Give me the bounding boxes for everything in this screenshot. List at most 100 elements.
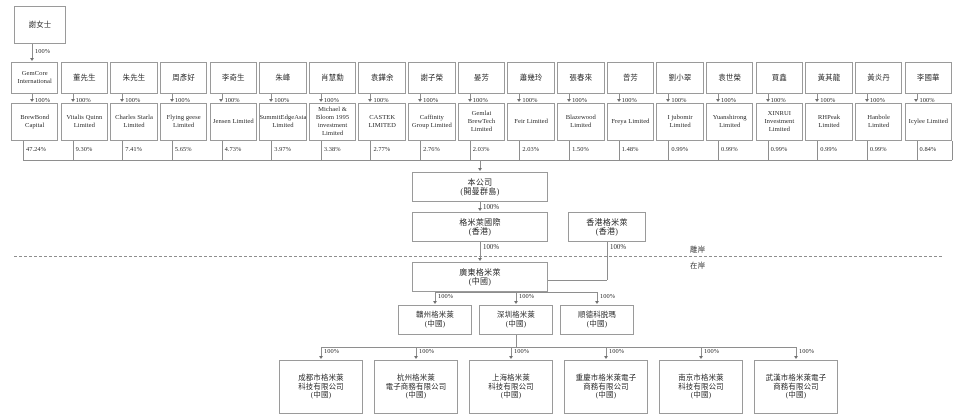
connector-horizontal <box>548 280 607 281</box>
connector-arrowhead <box>698 355 703 359</box>
connector-vertical <box>516 292 517 301</box>
ownership-percentage: 100% <box>373 97 389 104</box>
tier4-subsidiary-box: 上海格米萊 科技有限公司 (中國) <box>469 360 553 414</box>
tier4-subsidiary-box: 武漢市格米萊電子 商務有限公司 (中國) <box>754 360 838 414</box>
connector-vertical <box>796 347 797 356</box>
listco-box: 本公司 (開曼群島) <box>412 172 548 202</box>
connector-vertical <box>952 141 953 160</box>
ownership-percentage: 2.76% <box>423 146 440 153</box>
shareholder-person-box: 劉小翠 <box>656 62 704 94</box>
connector-vertical <box>717 141 719 160</box>
connector-vertical <box>370 94 372 99</box>
ownership-percentage: 0.84% <box>919 146 937 153</box>
connector-arrowhead <box>318 98 323 102</box>
tier4-subsidiary-box: 成都市格米萊 科技有限公司 (中國) <box>279 360 363 414</box>
offshore-onshore-divider <box>14 256 942 257</box>
connector-vertical <box>817 141 819 160</box>
ownership-percentage: 100% <box>720 97 737 104</box>
offshore-label: 離岸 <box>690 245 706 254</box>
ownership-percentage: 2.03% <box>472 146 490 153</box>
connector-horizontal <box>23 160 952 161</box>
ownership-percentage: 100% <box>438 293 454 300</box>
hk-intl-entity-box: 格米萊國際 (香港) <box>412 212 548 242</box>
shareholding-vehicle-box: RHPeak Limited <box>805 103 853 141</box>
ownership-percentage: 9.30% <box>75 146 93 153</box>
connector-vertical <box>122 141 124 160</box>
connector-vertical <box>370 141 372 160</box>
ownership-percentage: 100% <box>600 293 616 300</box>
shareholding-vehicle-box: CASTEK LIMITED <box>358 103 406 141</box>
shareholder-person-box: 黃其龍 <box>805 62 853 94</box>
shareholding-vehicle-box: Yuanshirong Limited <box>705 103 754 141</box>
shareholder-person-box: 董先生 <box>60 62 109 94</box>
ownership-percentage: 100% <box>274 97 290 104</box>
connector-vertical <box>32 44 33 58</box>
connector-arrowhead <box>120 98 125 102</box>
connector-vertical <box>701 347 702 356</box>
ownership-percentage: 100% <box>423 97 439 104</box>
ownership-percentage: 100% <box>610 244 627 251</box>
connector-vertical <box>767 94 769 99</box>
shareholding-vehicle-box: I jubomir Limited <box>656 103 704 141</box>
connector-vertical <box>607 242 608 280</box>
ownership-percentage: 100% <box>572 97 588 104</box>
shareholder-person-box: 袁鏵余 <box>358 62 406 94</box>
connector-arrowhead <box>432 300 437 304</box>
ownership-percentage: 47.24% <box>26 146 47 153</box>
connector-vertical <box>72 141 74 160</box>
ownership-percentage: 100% <box>224 97 240 104</box>
connector-vertical <box>606 347 607 356</box>
shareholding-vehicle-box: Vitalis Quinn Limited <box>60 103 109 141</box>
connector-arrowhead <box>815 98 820 102</box>
connector-arrowhead <box>29 98 34 102</box>
ownership-percentage: 100% <box>35 97 51 104</box>
connector-arrowhead <box>29 57 34 61</box>
ownership-percentage: 7.41% <box>125 146 143 153</box>
ownership-percentage: 100% <box>799 348 815 355</box>
connector-vertical <box>321 347 322 356</box>
connector-arrowhead <box>269 98 274 102</box>
ownership-percentage: 100% <box>174 97 191 104</box>
shareholding-vehicle-box: Flying geese Limited <box>159 103 208 141</box>
tier3-subsidiary-box: 順德科脱瑪 (中國) <box>560 305 634 335</box>
shareholding-vehicle-box: Blazewood Limited <box>557 103 605 141</box>
shareholder-person-box: 李國華 <box>904 62 952 94</box>
connector-arrowhead <box>70 98 75 102</box>
tier4-subsidiary-box: 重慶市格米萊電子 商務有限公司 (中國) <box>564 360 648 414</box>
ownership-percentage: 0.99% <box>820 146 838 153</box>
connector-vertical <box>420 94 422 99</box>
connector-arrowhead <box>318 355 323 359</box>
connector-arrowhead <box>219 98 224 102</box>
shareholder-person-box: 朱峰 <box>259 62 307 94</box>
connector-vertical <box>221 141 223 160</box>
ownership-percentage: 100% <box>770 97 786 104</box>
connector-vertical <box>569 94 571 99</box>
ownership-percentage: 100% <box>919 97 935 104</box>
ultimate-owner-box: 謝女士 <box>14 6 66 44</box>
shareholder-person-box: 周彥好 <box>159 62 208 94</box>
connector-vertical <box>320 141 322 160</box>
connector-vertical <box>511 347 512 356</box>
connector-vertical <box>717 94 719 99</box>
ownership-percentage: 0.99% <box>869 146 887 153</box>
shareholder-person-box: 謝子榮 <box>408 62 456 94</box>
ownership-percentage: 100% <box>125 97 141 104</box>
ownership-percentage: 100% <box>75 97 91 104</box>
ownership-percentage: 100% <box>472 97 488 104</box>
ownership-percentage: 100% <box>419 348 435 355</box>
shareholder-person-box: 肖慧勳 <box>308 62 357 94</box>
shareholding-vehicle-box: Caffinity Group Limited <box>408 103 456 141</box>
connector-vertical <box>271 141 273 160</box>
connector-arrowhead <box>864 98 869 102</box>
connector-arrowhead <box>616 98 621 102</box>
connector-arrowhead <box>765 98 770 102</box>
ownership-percentage: 0.99% <box>671 146 689 153</box>
ownership-percentage: 100% <box>704 348 720 355</box>
connector-arrowhead <box>914 98 919 102</box>
connector-vertical <box>122 94 124 99</box>
connector-vertical <box>866 141 868 160</box>
connector-vertical <box>516 335 517 347</box>
connector-arrowhead <box>467 98 472 102</box>
ownership-percentage: 100% <box>323 97 339 104</box>
onshore-label: 在岸 <box>690 261 706 270</box>
